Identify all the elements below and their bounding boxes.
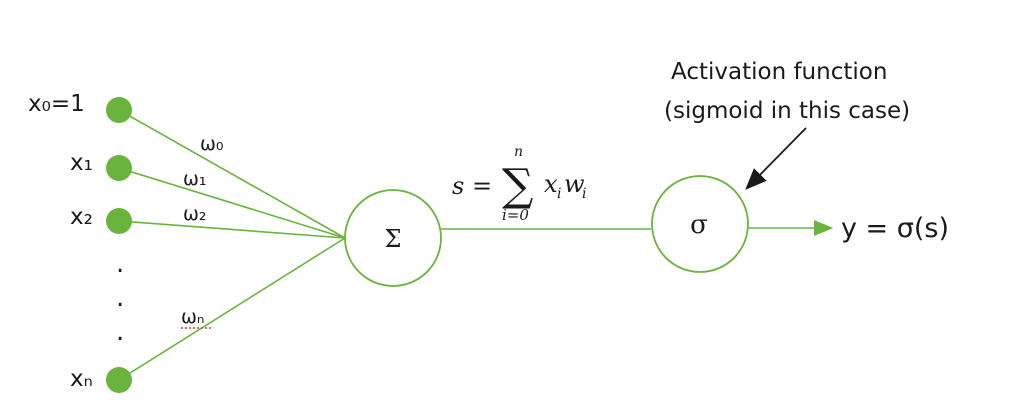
activation-node — [651, 175, 749, 273]
formula-term-w: w — [564, 170, 585, 198]
edge-x2 — [118, 220, 346, 239]
annotation-arrow — [745, 127, 807, 190]
annotation-line-2: (sigmoid in this case) — [664, 98, 910, 124]
edge-x1 — [118, 167, 346, 239]
weight-label-w2: ω₂ — [183, 203, 207, 225]
ellipsis-dot: . — [116, 249, 124, 279]
output-label: y = σ(s) — [841, 213, 949, 244]
weight-label-wn: ωₙ — [181, 306, 204, 328]
formula-term-x-subscript: i — [557, 186, 561, 202]
formula-term-w-subscript: i — [582, 186, 586, 202]
edge-xn — [118, 237, 346, 381]
input-label-xn: xₙ — [70, 366, 93, 392]
input-node-x1 — [106, 155, 132, 181]
formula-sum-operator: ∑ — [502, 160, 533, 211]
input-label-x2: x₂ — [70, 204, 93, 230]
annotation-line-1: Activation function — [671, 59, 887, 85]
activation-node-symbol: σ — [690, 210, 708, 240]
weight-label-w1: ω₁ — [183, 168, 207, 190]
ellipsis-dot: . — [116, 283, 124, 313]
input-label-x1: x₁ — [70, 150, 93, 176]
edge-x0 — [118, 109, 346, 239]
input-node-x0 — [106, 97, 132, 123]
formula-upper-limit: n — [514, 144, 523, 160]
formula-lhs: s = — [452, 172, 492, 200]
sum-node — [344, 189, 442, 287]
input-node-xn — [106, 367, 132, 393]
formula-term-x: x — [544, 170, 558, 198]
sum-node-symbol: Σ — [385, 225, 402, 253]
weight-label-w0: ω₀ — [200, 133, 224, 155]
formula-lower-limit: i=0 — [502, 206, 529, 224]
ellipsis-dot: . — [116, 317, 124, 347]
input-label-x0: x₀=1 — [28, 91, 85, 117]
input-node-x2 — [106, 208, 132, 234]
